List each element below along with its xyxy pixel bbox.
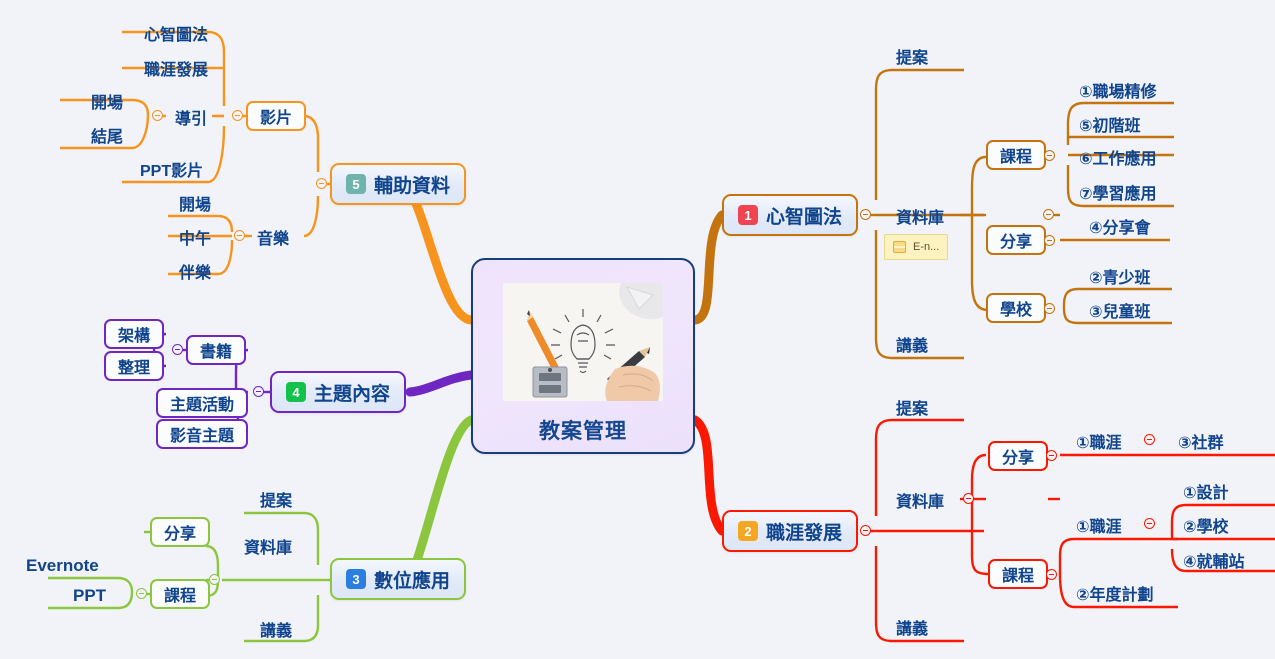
pill-b4-av-topic[interactable]: 影音主題 (156, 419, 249, 449)
badge-1: 1 (738, 205, 758, 225)
pill-b5-video[interactable]: 影片 (246, 101, 307, 131)
leaf-b5-guide[interactable]: 導引 (175, 111, 208, 128)
pill-b1-course[interactable]: 課程 (986, 140, 1047, 170)
leaf-b3-ppt[interactable]: PPT (73, 586, 107, 605)
pill-b4-book-sub-0[interactable]: 架構 (104, 319, 165, 349)
collapse-toggle-b5-music[interactable] (234, 230, 245, 241)
collapse-toggle-b1-school[interactable] (1044, 303, 1055, 314)
collapse-toggle-b5-guide[interactable] (152, 110, 163, 121)
root-node[interactable]: 教案管理 (471, 258, 695, 454)
leaf-b2-course-sub-0[interactable]: ①設計 (1183, 485, 1229, 502)
leaf-b2-share-item[interactable]: ①職涯 (1076, 435, 1122, 452)
leaf-b3-proposal[interactable]: 提案 (260, 493, 293, 510)
collapse-toggle-b4[interactable] (253, 386, 264, 397)
badge-5: 5 (346, 174, 366, 194)
pill-b4-topic-activity[interactable]: 主題活動 (156, 388, 249, 418)
leaf-b5-music-sub-2[interactable]: 伴樂 (179, 265, 212, 282)
main-topic-label: 心智圖法 (766, 206, 843, 228)
pill-b3-course[interactable]: 課程 (150, 579, 211, 609)
note-icon (893, 241, 906, 253)
leaf-b5-music-sub-1[interactable]: 中午 (179, 231, 212, 248)
leaf-b5-mindmap[interactable]: 心智圖法 (144, 27, 209, 44)
pill-b2-share[interactable]: 分享 (988, 441, 1049, 471)
leaf-b5-music[interactable]: 音樂 (257, 231, 290, 248)
leaf-b1-handout[interactable]: 講義 (896, 338, 929, 355)
collapse-toggle-b1-database[interactable] (1043, 209, 1054, 220)
main-topic-career[interactable]: 2 職涯發展 (722, 510, 859, 552)
main-topic-label: 主題內容 (314, 383, 391, 405)
leaf-b1-share-0[interactable]: ④分享會 (1089, 220, 1151, 237)
leaf-b1-proposal[interactable]: 提案 (896, 50, 929, 67)
leaf-b2-course-sub-1[interactable]: ②學校 (1183, 519, 1229, 536)
badge-4: 4 (286, 382, 306, 402)
collapse-toggle-b1-share[interactable] (1044, 235, 1055, 246)
collapse-toggle-b2-database[interactable] (963, 493, 974, 504)
leaf-b2-share-sub[interactable]: ③社群 (1178, 435, 1224, 452)
leaf-b2-course-item1[interactable]: ①職涯 (1076, 519, 1122, 536)
collapse-toggle-b3-database[interactable] (209, 574, 220, 585)
leaf-b2-course-item2[interactable]: ②年度計劃 (1076, 587, 1154, 604)
leaf-b1-course-2[interactable]: ⑥工作應用 (1079, 151, 1157, 168)
pill-b4-book[interactable]: 書籍 (186, 335, 247, 365)
main-topic-theme[interactable]: 4 主題內容 (270, 371, 407, 413)
leaf-b2-proposal[interactable]: 提案 (896, 401, 929, 418)
pill-b3-share[interactable]: 分享 (150, 517, 211, 547)
leaf-b1-course-1[interactable]: ⑤初階班 (1079, 118, 1141, 135)
collapse-toggle-b2[interactable] (860, 525, 871, 536)
collapse-toggle-b2-course[interactable] (1046, 569, 1057, 580)
root-thumbnail (503, 283, 663, 401)
leaf-b5-guide-sub-1[interactable]: 結尾 (91, 129, 124, 146)
leaf-b1-course-3[interactable]: ⑦學習應用 (1079, 186, 1157, 203)
main-topic-label: 輔助資料 (374, 175, 451, 197)
leaf-b1-course-0[interactable]: ①職場精修 (1079, 84, 1157, 101)
note-label: E-n... (913, 241, 940, 253)
leaf-b2-handout[interactable]: 講義 (896, 621, 929, 638)
main-topic-support[interactable]: 5 輔助資料 (330, 163, 467, 205)
collapse-toggle-b3-course[interactable] (136, 588, 147, 599)
leaf-b5-career[interactable]: 職涯發展 (144, 62, 209, 79)
root-title: 教案管理 (539, 420, 627, 443)
pill-b2-course[interactable]: 課程 (988, 559, 1049, 589)
collapse-toggle-b2-course-item1[interactable] (1144, 518, 1155, 529)
collapse-toggle-b4-book[interactable] (172, 344, 183, 355)
leaf-b3-evernote[interactable]: Evernote (26, 556, 99, 575)
note-evernote[interactable]: E-n... (884, 234, 949, 260)
leaf-b2-database[interactable]: 資料庫 (896, 494, 945, 511)
collapse-toggle-b5[interactable] (316, 178, 327, 189)
leaf-b5-guide-sub-0[interactable]: 開場 (91, 95, 124, 112)
leaf-b2-course-sub-2[interactable]: ④就輔站 (1183, 554, 1245, 571)
collapse-toggle-b1-course[interactable] (1044, 150, 1055, 161)
leaf-b1-school-0[interactable]: ②青少班 (1089, 270, 1151, 287)
pill-b1-school[interactable]: 學校 (986, 293, 1047, 323)
leaf-b5-ppt-video[interactable]: PPT影片 (140, 163, 204, 180)
pill-b4-book-sub-1[interactable]: 整理 (104, 351, 165, 381)
main-topic-label: 數位應用 (374, 570, 451, 592)
lightbulb-sketch-icon (503, 283, 663, 401)
leaf-b1-database[interactable]: 資料庫 (896, 210, 945, 227)
collapse-toggle-b5-video[interactable] (232, 110, 243, 121)
main-topic-mindmap[interactable]: 1 心智圖法 (722, 194, 859, 236)
collapse-toggle-b2-share-item[interactable] (1144, 434, 1155, 445)
leaf-b1-school-1[interactable]: ③兒童班 (1089, 304, 1151, 321)
leaf-b3-handout[interactable]: 講義 (260, 623, 293, 640)
leaf-b5-music-sub-0[interactable]: 開場 (179, 197, 212, 214)
collapse-toggle-b1[interactable] (860, 209, 871, 220)
main-topic-label: 職涯發展 (766, 522, 843, 544)
collapse-toggle-b2-share[interactable] (1046, 450, 1057, 461)
badge-3: 3 (346, 569, 366, 589)
leaf-b3-database[interactable]: 資料庫 (244, 540, 293, 557)
pill-b1-share[interactable]: 分享 (986, 225, 1047, 255)
badge-2: 2 (738, 521, 758, 541)
main-topic-digital[interactable]: 3 數位應用 (330, 558, 467, 600)
